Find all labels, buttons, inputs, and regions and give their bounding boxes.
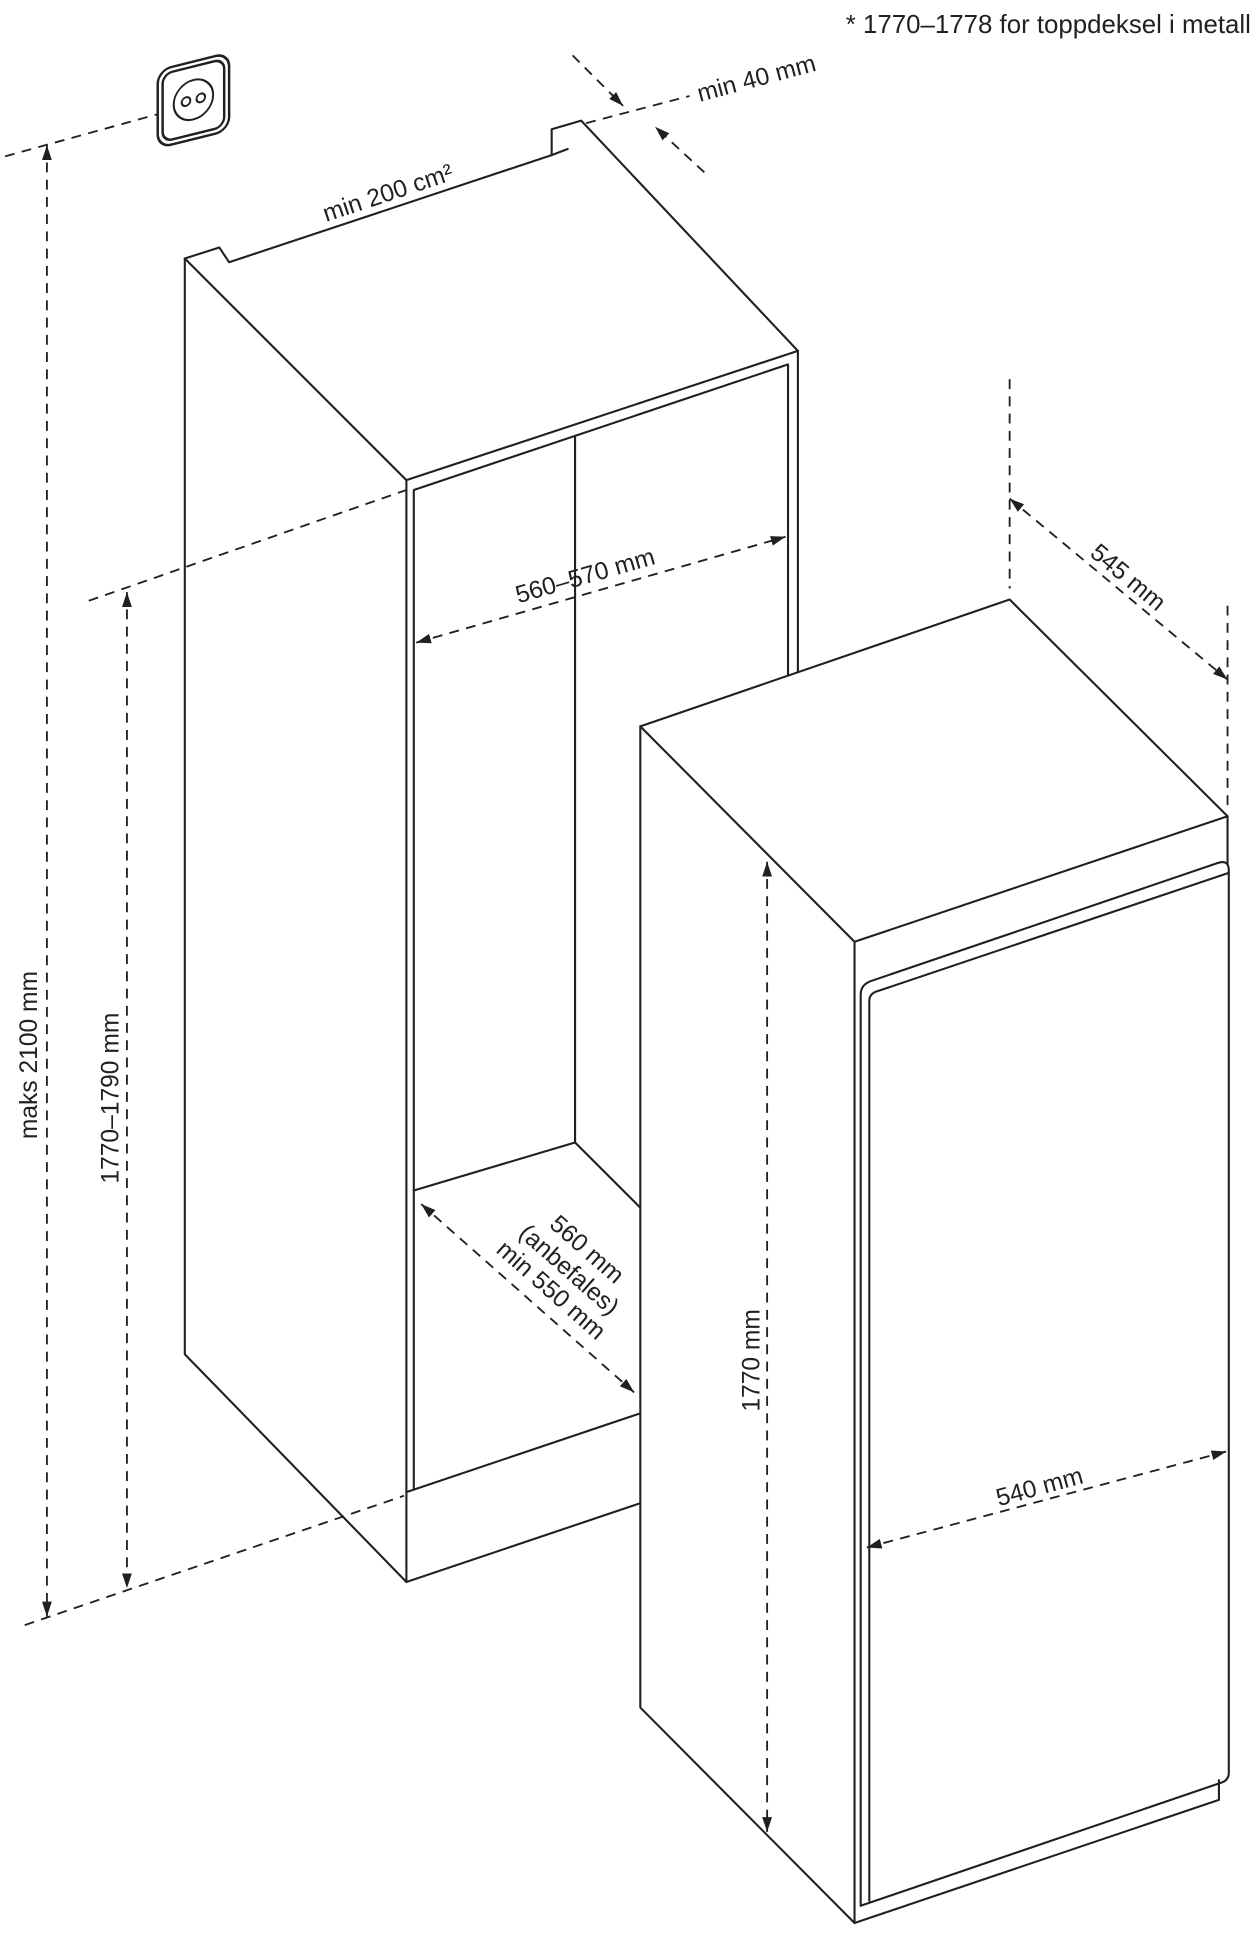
niche-width-label: 560–570 mm [513, 544, 659, 610]
niche-top-reference-line [88, 489, 407, 602]
footnote-text: * 1770–1778 for toppdeksel i metall [846, 11, 1251, 39]
socket-outer-frame [156, 54, 231, 147]
rear-gap-arrow-upper [571, 54, 624, 107]
niche-width-dimension-line [415, 535, 786, 644]
fridge-left-side [639, 725, 856, 1925]
floor-reference-line [24, 1494, 405, 1626]
appliance-depth-dimension-line [1009, 497, 1229, 681]
socket-pin-hole-left [180, 96, 192, 108]
niche-height-label: 1770–1790 mm [97, 1013, 124, 1184]
rear-gap-label: min 40 mm [694, 50, 819, 108]
tall-cabinet [183, 119, 799, 1584]
cabinet-plinth-top-edge [405, 1412, 642, 1494]
socket-pin-hole-right [195, 92, 207, 104]
socket-face [172, 78, 215, 122]
fridge-base [853, 1779, 1220, 1925]
max-height-label: maks 2100 mm [16, 971, 43, 1139]
wall-reference-line [4, 113, 157, 158]
appliance-height-label: 1770 mm [739, 1309, 766, 1412]
cabinet-front-frame-inner [412, 363, 790, 1491]
reference-lines [4, 95, 690, 1626]
fridge-silhouette [640, 599, 1229, 1923]
appliance-depth-label: 545 mm [1085, 539, 1171, 617]
fridge-door-inner-edge [868, 871, 1230, 1902]
niche-floor-back-edge [412, 1141, 642, 1209]
fridge-door-outer [859, 861, 1230, 1907]
cabinet-front-frame-outer [405, 349, 799, 1584]
cabinet-bottom-front-edge [405, 1502, 642, 1584]
rear-gap-arrow-lower [654, 126, 705, 174]
cabinet-top-left-edge [183, 257, 408, 482]
niche-depth-label: 560 mm (anbefales) min 550 mm [491, 1210, 629, 1345]
dimension-lines [41, 54, 1229, 1832]
fridge [639, 598, 1230, 1925]
cabinet-top-back-edge [183, 119, 799, 352]
socket-inner-frame [161, 59, 226, 141]
niche-depth-dimension-line [420, 1203, 635, 1394]
wall-socket-icon [156, 54, 231, 147]
cabinet-left-side-edge [183, 257, 408, 1584]
cabinet-back-reference-line [585, 95, 690, 125]
cabinet-top-slot-end [550, 147, 569, 157]
